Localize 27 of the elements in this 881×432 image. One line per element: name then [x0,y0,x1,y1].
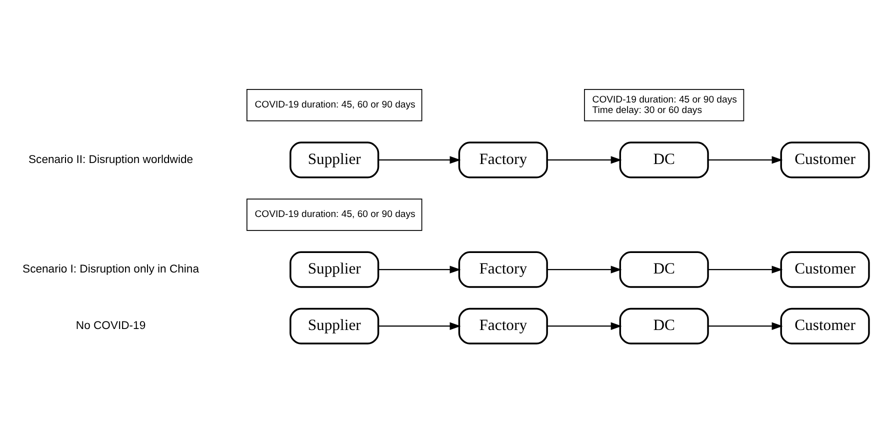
arrow [547,265,622,273]
node-box: DC [619,307,709,344]
label: Scenario I: Disruption only in China [22,263,199,276]
node-box: Supplier [290,250,380,288]
node-box: Customer [780,141,870,178]
arrow [378,156,461,164]
node-box: Customer [780,307,870,344]
arrow [547,156,622,164]
node-box: DC [619,141,709,178]
arrow [708,322,783,330]
node-box: COVID-19 duration: 45, 60 or 90 days [246,198,422,230]
node-box: COVID-19 duration: 45 or 90 days Time delay: 30 or 60 days [584,88,744,121]
label: No COVID-19 [76,320,146,332]
node-box: Supplier [290,307,380,344]
node-box: Factory [458,141,548,178]
label: Scenario II: Disruption worldwide [28,153,194,166]
arrow [378,322,461,330]
node-box: Factory [458,250,548,288]
node-box: Factory [458,307,548,344]
node-box: Supplier [290,141,380,178]
node-box: DC [619,250,709,288]
arrow [547,322,622,330]
arrow [378,265,461,273]
arrow [708,156,783,164]
arrow [708,265,783,273]
node-box: COVID-19 duration: 45, 60 or 90 days [246,88,422,121]
node-box: Customer [780,250,870,288]
